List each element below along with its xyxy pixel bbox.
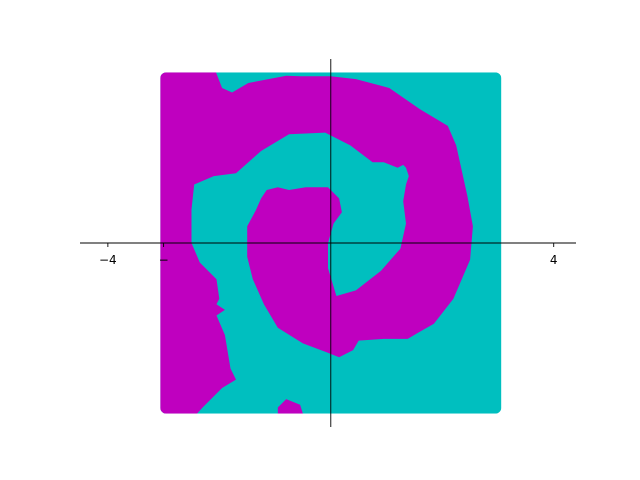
x-tick-label-1: − [159, 253, 169, 267]
x-tick-label-0: −4 [99, 253, 117, 267]
x-ticks: −4−4 [99, 243, 558, 267]
x-tick-label-2: 4 [550, 253, 558, 267]
axes [80, 59, 576, 427]
region-magenta-1 [277, 399, 303, 414]
